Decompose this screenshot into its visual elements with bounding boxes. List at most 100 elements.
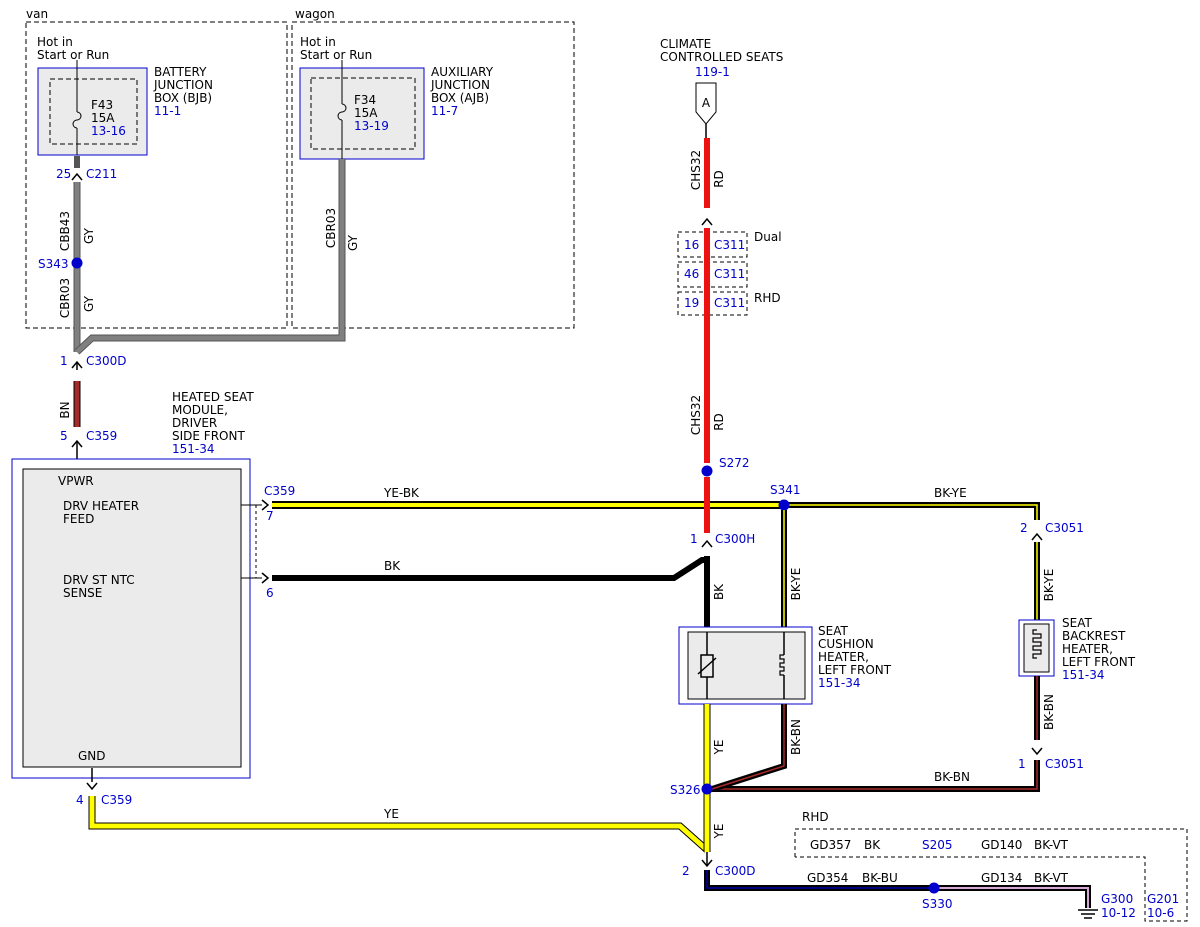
bjb-title-1: BATTERY — [154, 65, 207, 79]
bk-bn-vert-stripe — [711, 704, 785, 790]
van-hot-line2: Start or Run — [37, 48, 109, 62]
c300d-bot-pin[interactable]: 2 — [682, 864, 690, 878]
chs32-top-label: CHS32 — [689, 150, 703, 190]
c3051-bot-arrow-icon — [1031, 747, 1043, 756]
ajb-ref[interactable]: 11-7 — [431, 104, 458, 118]
van-hot-line1: Hot in — [37, 35, 73, 49]
s341-label[interactable]: S341 — [770, 483, 801, 497]
c359-feed-name[interactable]: C359 — [264, 484, 295, 498]
f43-rating: 15A — [91, 111, 115, 125]
c311-pin-1[interactable]: 16 — [684, 238, 699, 252]
c359-gnd-name[interactable]: C359 — [101, 793, 132, 807]
c359-gnd-pin[interactable]: 4 — [76, 793, 84, 807]
module-sense-1: DRV ST NTC — [63, 573, 135, 587]
g300-ref[interactable]: 10-12 — [1101, 906, 1136, 920]
s272-splice[interactable] — [701, 465, 713, 477]
cbr03-label: CBR03 — [58, 278, 72, 318]
rhd-region — [794, 828, 1188, 922]
backrest-title-1: SEAT — [1062, 616, 1092, 630]
backrest-title-2: BACKREST — [1062, 629, 1126, 643]
s341-splice[interactable] — [778, 499, 790, 511]
c3051-top-pin[interactable]: 2 — [1020, 521, 1028, 535]
thermistor-slash — [697, 657, 717, 675]
gy-wire-wagon — [75, 159, 345, 354]
module-title-4: SIDE FRONT — [172, 429, 245, 443]
module-title-2: MODULE, — [172, 403, 228, 417]
s205-label[interactable]: S205 — [922, 838, 953, 852]
c359-sense-pin[interactable]: 6 — [266, 586, 274, 600]
van-region — [25, 21, 288, 329]
bjb-ref[interactable]: 11-1 — [154, 104, 181, 118]
gd357-color: BK — [864, 838, 881, 852]
bk-vt-stripe — [934, 887, 1089, 908]
backrest-ref[interactable]: 151-34 — [1062, 668, 1105, 682]
s330-splice[interactable] — [928, 882, 940, 894]
cushion-ref[interactable]: 151-34 — [818, 676, 861, 690]
climate-ref[interactable]: 119-1 — [695, 65, 730, 79]
ajb-inner — [310, 77, 416, 150]
cushion-heater-element-icon — [779, 654, 785, 676]
rhd-region-label: RHD — [802, 810, 829, 824]
s272-label[interactable]: S272 — [719, 456, 750, 470]
wagon-label: wagon — [295, 7, 335, 21]
c311-name-2[interactable]: C311 — [714, 267, 745, 281]
module-title-3: DRIVER — [172, 416, 217, 430]
f43-name: F43 — [91, 98, 113, 112]
c300d-top-pin[interactable]: 1 — [60, 354, 68, 368]
f34-name: F34 — [354, 93, 376, 107]
c311-arrow-icon — [701, 217, 713, 226]
gy-label-2: GY — [82, 295, 96, 312]
module-vpwr: VPWR — [58, 474, 94, 488]
module-ref[interactable]: 151-34 — [172, 442, 215, 456]
f43-ref[interactable]: 13-16 — [91, 124, 126, 138]
g201-name[interactable]: G201 — [1147, 892, 1179, 906]
c359-gnd-arrow-icon — [86, 782, 98, 791]
backrest-title-3: HEATER, — [1062, 642, 1113, 656]
ajb-box — [299, 67, 425, 160]
backrest-heater-element-icon — [1032, 629, 1042, 659]
c311-name-1[interactable]: C311 — [714, 238, 745, 252]
bk-bn-right-label: BK-BN — [1042, 694, 1056, 730]
g300-name[interactable]: G300 — [1101, 892, 1133, 906]
c359-pwr-pin[interactable]: 5 — [60, 429, 68, 443]
climate-letter: A — [702, 96, 711, 110]
bk-sense-wire — [272, 557, 707, 581]
c211-name[interactable]: C211 — [86, 167, 117, 181]
c311-pin-3[interactable]: 19 — [684, 296, 699, 310]
c300h-pin[interactable]: 1 — [690, 532, 698, 546]
s330-label[interactable]: S330 — [922, 897, 953, 911]
c300d-top-name[interactable]: C300D — [86, 354, 127, 368]
module-feed-2: FEED — [63, 512, 94, 526]
s326-splice[interactable] — [701, 783, 713, 795]
bk-vt-wire — [934, 885, 1091, 908]
c211-pin[interactable]: 25 — [56, 167, 71, 181]
climate-title-2: CONTROLLED SEATS — [660, 50, 783, 64]
s326-label[interactable]: S326 — [670, 783, 701, 797]
c300h-name[interactable]: C300H — [715, 532, 755, 546]
g201-ref[interactable]: 10-6 — [1147, 906, 1174, 920]
module-gnd: GND — [78, 749, 106, 763]
c3051-top-name[interactable]: C3051 — [1045, 521, 1084, 535]
gy-wire-wagon-outline — [74, 159, 346, 355]
bk-ye-top-label: BK-YE — [934, 486, 967, 500]
c3051-bot-name[interactable]: C3051 — [1045, 757, 1084, 771]
s343-label[interactable]: S343 — [38, 257, 69, 271]
module-sense-2: SENSE — [63, 586, 102, 600]
c359-pwr-name[interactable]: C359 — [86, 429, 117, 443]
c311-pin-2[interactable]: 46 — [684, 267, 699, 281]
c359-feed-pin[interactable]: 7 — [266, 509, 274, 523]
backrest-title-4: LEFT FRONT — [1062, 655, 1136, 669]
bn-label: BN — [58, 401, 72, 418]
bk-ye-top-wire — [784, 502, 1040, 520]
c359-feed-arrow-icon — [261, 499, 270, 511]
f34-ref[interactable]: 13-19 — [354, 119, 389, 133]
bk-ye-right-label: BK-YE — [1042, 569, 1056, 602]
bjb-box — [37, 67, 148, 156]
c300d-bot-name[interactable]: C300D — [715, 864, 756, 878]
module-inner-box — [22, 468, 242, 768]
c311-name-3[interactable]: C311 — [714, 296, 745, 310]
c3051-bot-pin[interactable]: 1 — [1018, 757, 1026, 771]
s343-splice[interactable] — [71, 257, 83, 269]
ajb-title-2: JUNCTION — [430, 78, 490, 92]
